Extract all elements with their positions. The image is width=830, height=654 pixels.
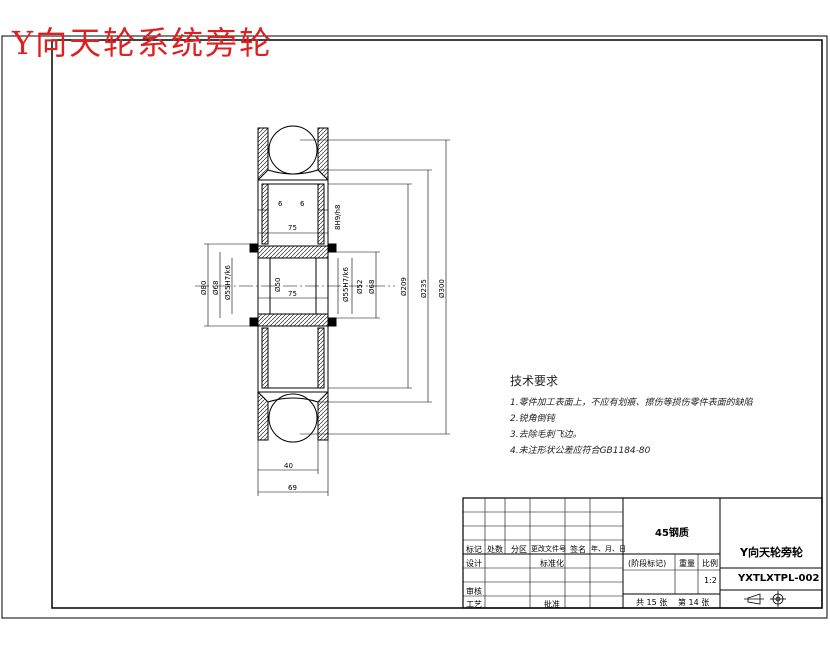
sheet-outer-border <box>1 35 828 619</box>
projection-symbol-icon <box>744 591 786 607</box>
process-label: 工艺 <box>466 600 482 609</box>
dim-69: 69 <box>288 484 297 492</box>
header-date: 年、月、日 <box>591 545 626 553</box>
header-mark: 标记 <box>466 545 482 554</box>
stage-mark-label: (阶段标记) <box>628 559 667 568</box>
dim-dia300: Ø300 <box>438 279 446 298</box>
drawing-frame <box>51 39 823 609</box>
part-name: Y向天轮旁轮 <box>740 546 803 559</box>
dim-dia68-right: Ø68 <box>368 280 376 294</box>
approve-label: 批准 <box>544 600 560 609</box>
tech-requirement-3: 3.去除毛刺飞边。 <box>510 430 582 440</box>
header-sign: 签名 <box>570 545 586 554</box>
title-block-grid <box>462 497 823 609</box>
dim-fit-8h9: 8H9/h8 <box>334 205 342 230</box>
standardize-label: 标准化 <box>540 559 564 568</box>
sheet-number: 第 14 张 <box>678 598 710 607</box>
design-label: 设计 <box>466 559 482 568</box>
dim-75-hub: 75 <box>288 290 297 298</box>
tech-requirements-heading: 技术要求 <box>510 374 559 388</box>
header-docno: 更改文件号 <box>531 545 566 553</box>
sheets-total: 共 15 张 <box>636 598 668 607</box>
dim-75-top: 75 <box>288 224 297 232</box>
dim-dia50: Ø50 <box>274 278 282 292</box>
dim-dia55-left: Ø55H7/k6 <box>224 264 232 300</box>
wheel-top-rim <box>257 125 329 182</box>
dimension-lines <box>204 139 450 496</box>
tech-requirement-1: 1.零件加工表面上，不应有划痕、擦伤等损伤零件表面的缺陷 <box>510 398 753 408</box>
wheel-bottom-rim <box>257 390 329 443</box>
tech-requirement-2: 2.锐角倒钝 <box>510 414 555 424</box>
tech-requirements: 技术要求 1.零件加工表面上，不应有划痕、擦伤等损伤零件表面的缺陷 2.锐角倒钝… <box>510 372 753 459</box>
scale-value: 1:2 <box>704 576 717 585</box>
review-label: 审核 <box>466 587 482 596</box>
dim-dia68: Ø68 <box>212 281 220 295</box>
scale-label: 比例 <box>702 559 718 568</box>
header-count: 处数 <box>487 545 503 554</box>
dim-dia52: Ø52 <box>356 280 364 294</box>
drawing-number: YXTLXTPL-002 <box>738 573 820 584</box>
page-title: Y向天轮系统旁轮 <box>12 24 274 62</box>
dim-dia80: Ø80 <box>200 281 208 295</box>
header-zone: 分区 <box>511 545 527 554</box>
dim-dia235: Ø235 <box>420 279 428 298</box>
dim-6-left: 6 <box>278 200 283 208</box>
dim-dia209: Ø209 <box>400 277 408 296</box>
material-label: 45钢质 <box>655 528 689 539</box>
dim-dia55-right: Ø55H7/k6 <box>342 266 350 302</box>
dim-40: 40 <box>284 462 293 470</box>
dim-6-right: 6 <box>300 200 305 208</box>
wheel-hub <box>249 243 337 327</box>
tech-requirement-4: 4.未注形状公差应符合GB1184-80 <box>510 446 651 456</box>
weight-label: 重量 <box>679 559 695 568</box>
